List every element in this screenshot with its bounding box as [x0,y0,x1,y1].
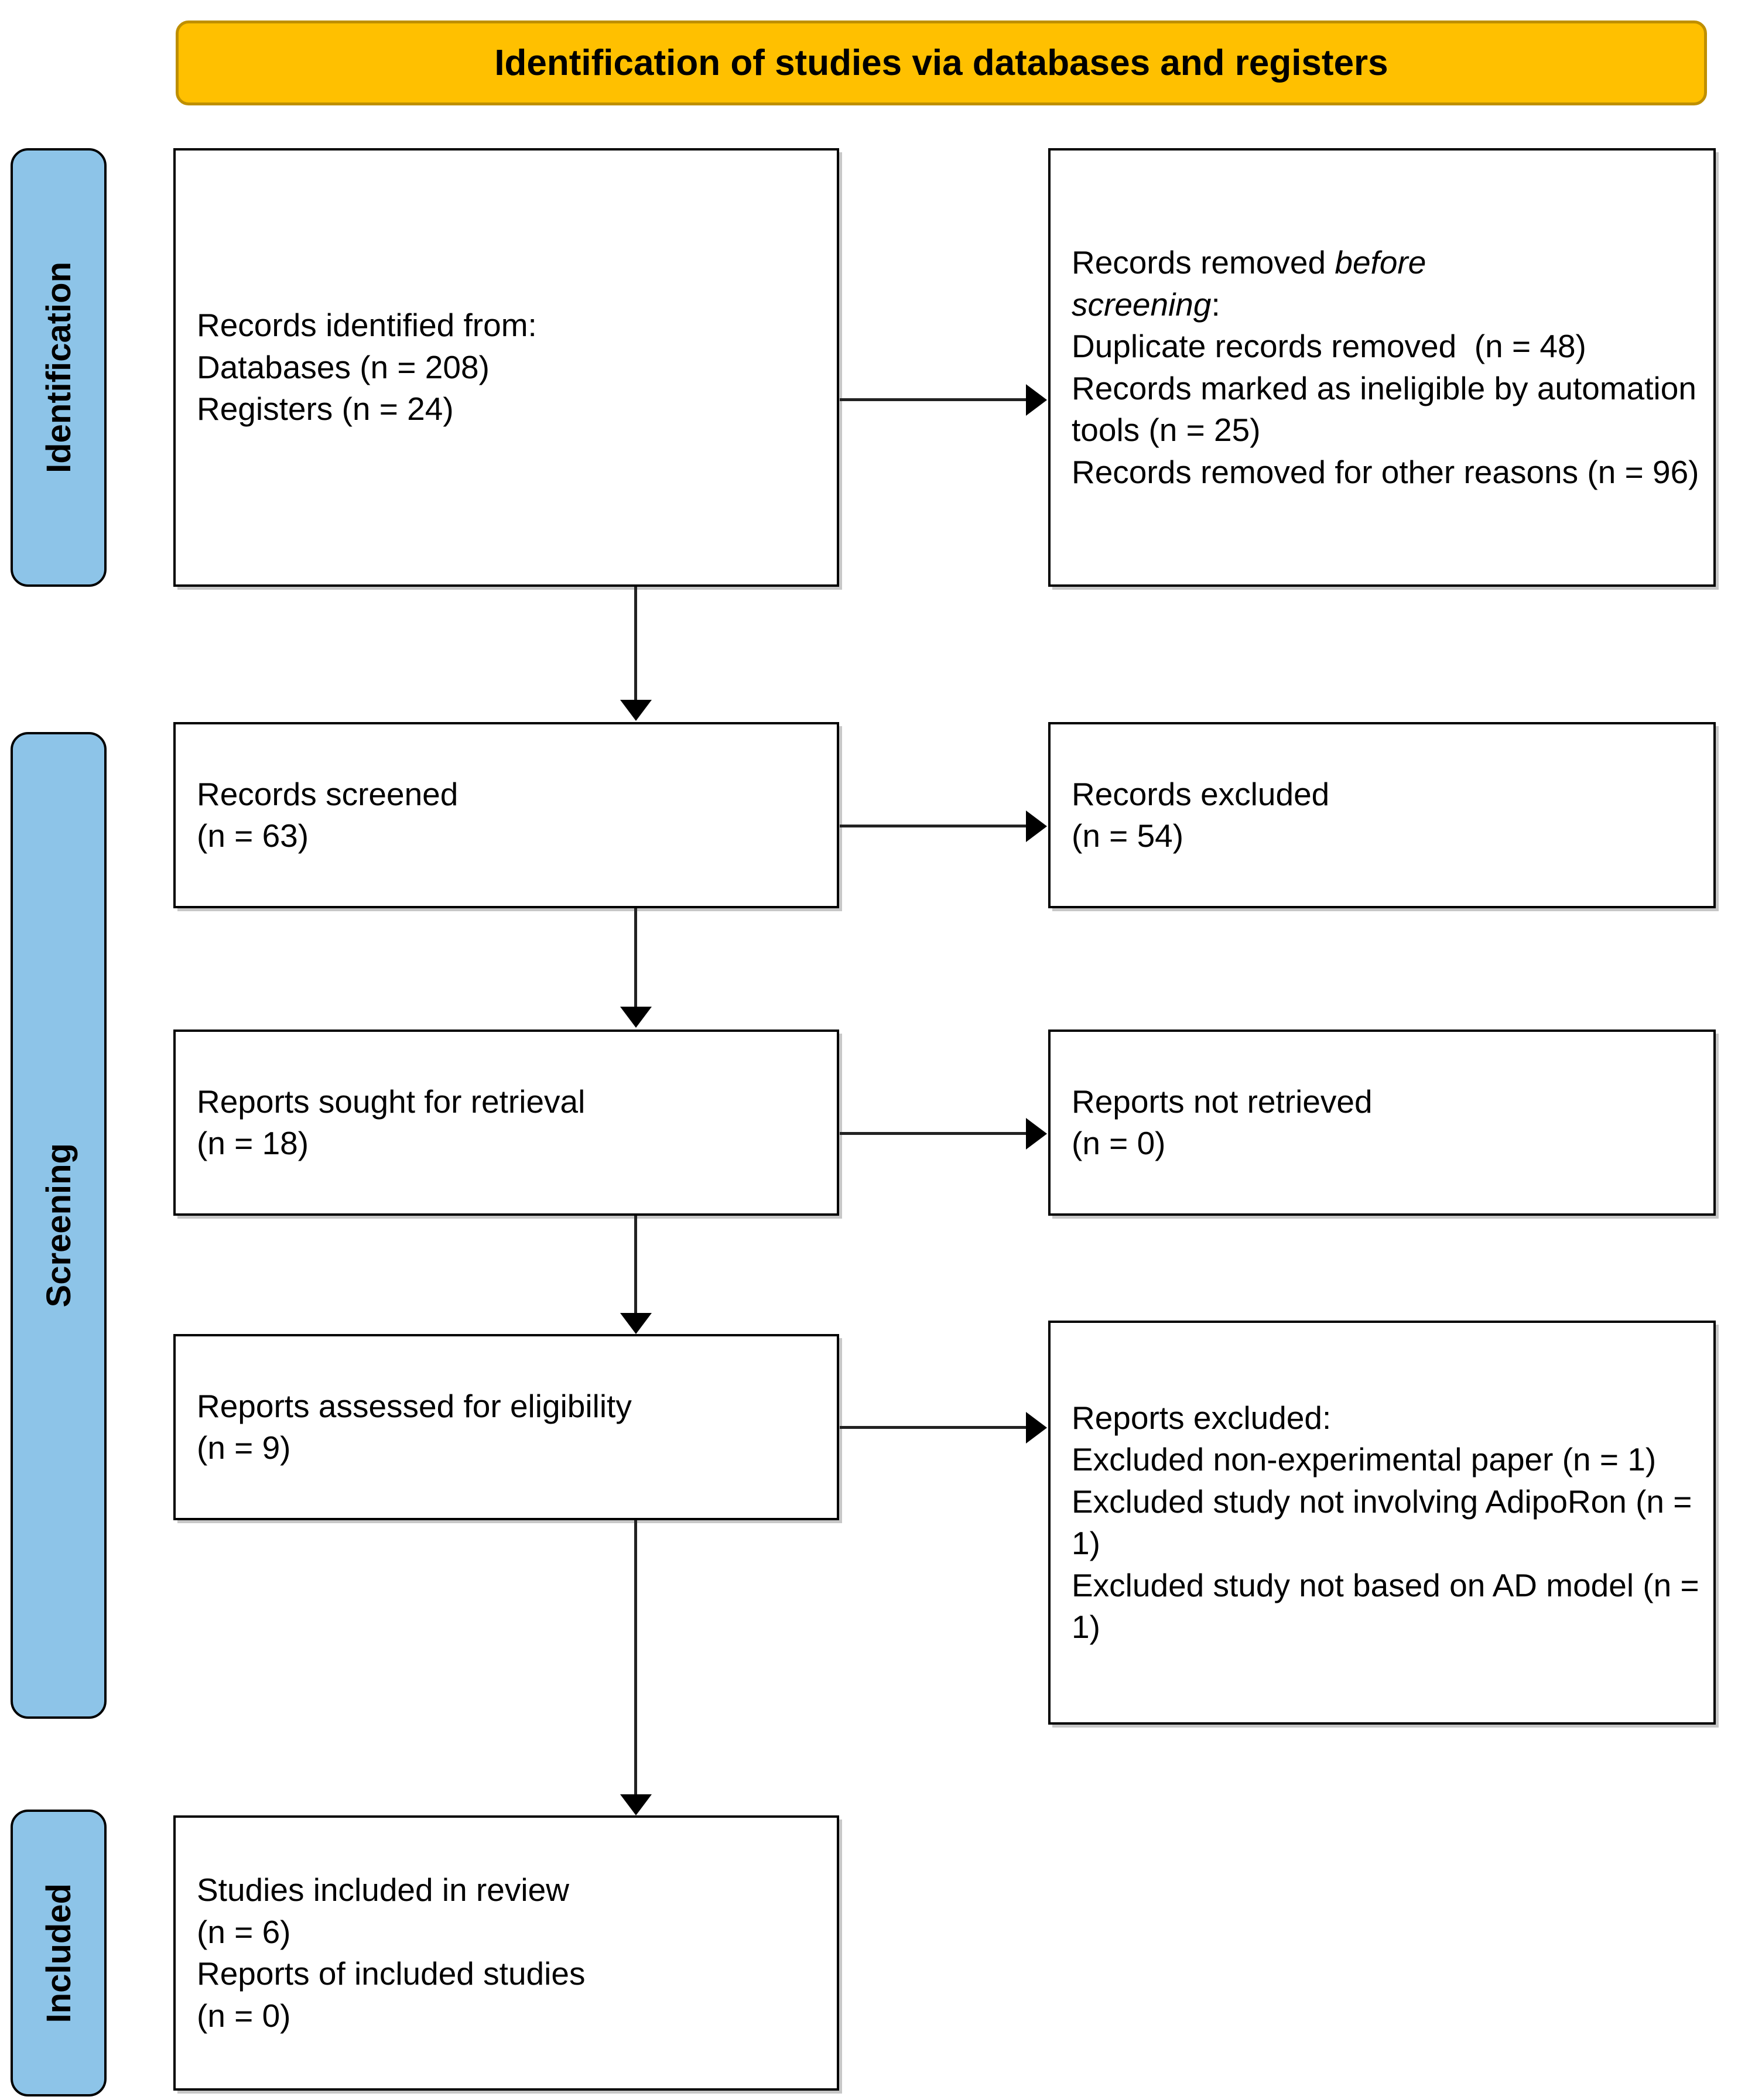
diagram-banner: Identification of studies via databases … [176,20,1707,105]
box-studies-included: Studies included in review (n = 6) Repor… [173,1815,839,2091]
stage-label-screening-text: Screening [39,1143,78,1308]
box-records-identified: Records identified from: Databases (n = … [173,148,839,587]
records-identified-line3: Registers (n = 24) [197,391,454,427]
arrow-identified-to-removed [840,398,1027,401]
box-records-identified-text: Records identified from: Databases (n = … [176,305,537,430]
arrow-identified-to-screened [634,587,637,701]
records-removed-line4: Records marked as ineligible by automati… [1072,370,1706,449]
reports-not-retrieved-line1: Reports not retrieved [1072,1083,1373,1120]
reports-excluded-line2: Excluded non-experimental paper (n = 1) [1072,1441,1657,1477]
box-records-removed: Records removed before screening: Duplic… [1048,148,1716,587]
studies-included-line4: (n = 0) [197,1997,291,2034]
arrow-sought-to-not-retrieved [840,1132,1027,1135]
reports-assessed-line1: Reports assessed for eligibility [197,1387,632,1424]
studies-included-line1: Studies included in review [197,1872,569,1908]
stage-label-identification: Identification [11,148,107,587]
studies-included-line2: (n = 6) [197,1913,291,1950]
arrow-screened-to-sought [634,908,637,1008]
records-removed-line2-plain: : [1211,286,1220,323]
records-removed-line1-plain: Records removed [1072,244,1335,281]
studies-included-line3: Reports of included studies [197,1955,586,1992]
records-removed-line1-italic: before [1335,244,1426,281]
records-excluded-line2: (n = 54) [1072,818,1184,854]
reports-assessed-line2: (n = 9) [197,1429,291,1466]
stage-label-identification-text: Identification [39,262,78,473]
arrow-assessed-to-reports-excluded [840,1426,1027,1429]
stage-label-screening: Screening [11,732,107,1719]
records-identified-line2: Databases (n = 208) [197,348,490,385]
box-reports-not-retrieved-text: Reports not retrieved (n = 0) [1051,1081,1373,1165]
box-studies-included-text: Studies included in review (n = 6) Repor… [176,1869,585,2037]
box-records-excluded-text: Records excluded (n = 54) [1051,774,1329,857]
box-reports-sought-text: Reports sought for retrieval (n = 18) [176,1081,585,1165]
box-reports-excluded-text: Reports excluded: Excluded non-experimen… [1051,1397,1713,1648]
box-reports-excluded: Reports excluded: Excluded non-experimen… [1048,1321,1716,1725]
box-reports-assessed-text: Reports assessed for eligibility (n = 9) [176,1386,632,1469]
arrow-assessed-to-included [634,1520,637,1795]
box-reports-assessed: Reports assessed for eligibility (n = 9) [173,1334,839,1520]
stage-label-included-text: Included [39,1883,78,2023]
banner-title: Identification of studies via databases … [494,43,1388,83]
arrow-sought-to-assessed [634,1216,637,1314]
arrow-screened-to-excluded [840,825,1027,827]
reports-sought-line2: (n = 18) [197,1125,309,1161]
reports-excluded-line3: Excluded study not involving AdipoRon (n… [1072,1483,1701,1562]
box-reports-sought: Reports sought for retrieval (n = 18) [173,1030,839,1216]
records-screened-line2: (n = 63) [197,818,309,854]
box-records-excluded: Records excluded (n = 54) [1048,722,1716,908]
records-screened-line1: Records screened [197,775,459,812]
box-records-screened-text: Records screened (n = 63) [176,774,458,857]
records-identified-line1: Records identified from: [197,307,537,344]
box-records-removed-text: Records removed before screening: Duplic… [1051,242,1713,493]
reports-excluded-line4: Excluded study not based on AD model (n … [1072,1567,1708,1646]
box-reports-not-retrieved: Reports not retrieved (n = 0) [1048,1030,1716,1216]
stage-label-included: Included [11,1810,107,2096]
reports-not-retrieved-line2: (n = 0) [1072,1125,1166,1161]
records-removed-line2-italic: screening [1072,286,1212,323]
records-removed-line5: Records removed for other reasons (n = 9… [1072,453,1699,490]
reports-sought-line1: Reports sought for retrieval [197,1083,586,1120]
box-records-screened: Records screened (n = 63) [173,722,839,908]
reports-excluded-line1: Reports excluded: [1072,1399,1332,1436]
records-excluded-line1: Records excluded [1072,775,1330,812]
records-removed-line3: Duplicate records removed (n = 48) [1072,328,1586,364]
